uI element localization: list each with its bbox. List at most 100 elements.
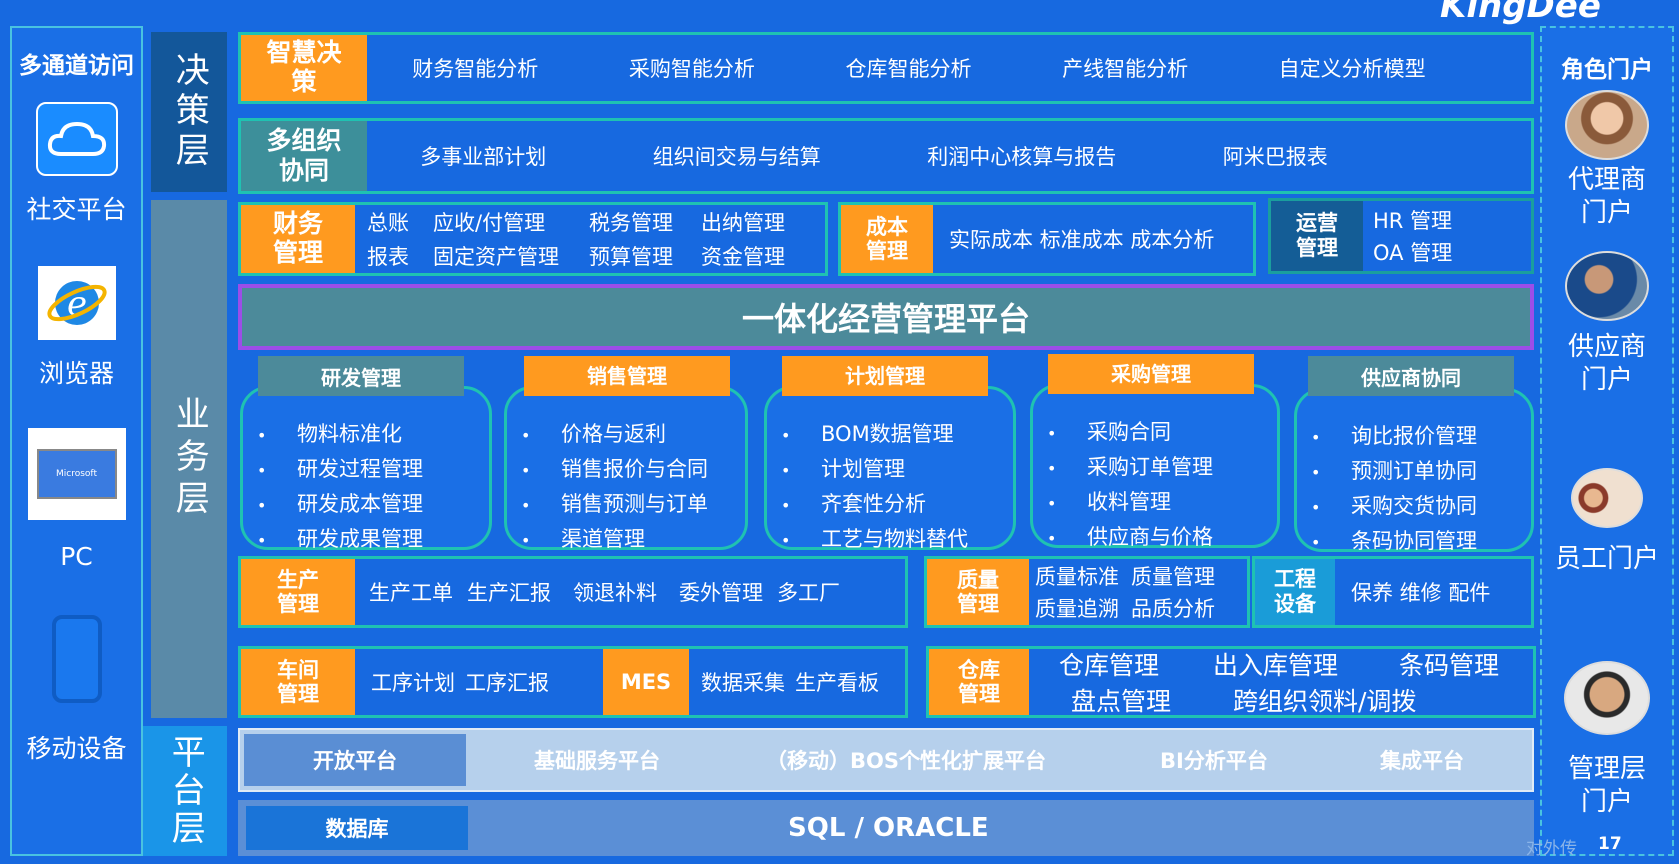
page-number: 17 [1598,834,1622,854]
module-item: 研发过程管理 [257,452,489,487]
module-item: 物料标准化 [257,417,489,452]
smart-item: 自定义分析模型 [1278,57,1426,81]
module-item: 供应商与价格 [1047,520,1277,555]
integrated-platform-banner: 一体化经营管理平台 [238,284,1534,350]
quality-item: 质量管理 [1131,565,1215,589]
module-rd-title: 研发管理 [258,356,464,396]
mes-item: 生产看板 [795,671,879,695]
smart-item: 采购智能分析 [628,57,755,81]
cost-items: 实际成本 标准成本 成本分析 [949,228,1215,252]
quality-item: 质量追溯 [1035,597,1119,621]
decision-layer-label: 决策层 [151,32,227,192]
access-channels-panel: 多通道访问 社交平台 e 浏览器 Microsoft PC 移动设备 [10,26,143,856]
multi-org-item: 多事业部计划 [420,145,547,169]
channel-label-pc: PC [60,542,93,571]
agent-avatar-icon [1565,90,1649,160]
warehouse-item: 条码管理 [1399,651,1500,680]
module-item: 齐套性分析 [781,487,1013,522]
module-sales-title: 销售管理 [524,356,730,396]
access-title: 多通道访问 [19,53,134,79]
brand-logo: KingDee [1440,0,1601,26]
module-rd: 物料标准化研发过程管理研发成本管理研发成果管理 [240,386,492,551]
multi-org-row: 多组织协同 多事业部计划 组织间交易与结算 利润中心核算与报告 阿米巴报表 [238,118,1534,194]
finance-box: 财务管理 总账 应收/付管理 税务管理 出纳管理 报表 固定资产管理 预算管理 … [238,202,828,276]
workshop-box: 车间管理 工序计划 工序汇报 MES 数据采集 生产看板 [238,646,908,718]
database-row: 数据库 SQL / ORACLE [238,800,1534,856]
phone-icon [51,615,102,703]
channel-label-mobile: 移动设备 [26,734,127,763]
warehouse-item: 仓库管理 [1059,651,1160,680]
operations-box: 运营管理 HR 管理 OA 管理 [1268,198,1534,274]
multi-org-item: 利润中心核算与报告 [927,145,1117,169]
module-purchase-title: 采购管理 [1048,354,1254,394]
module-item: 采购订单管理 [1047,450,1277,485]
finance-item: 应收/付管理 [433,211,546,235]
module-item: BOM数据管理 [781,417,1013,452]
portal-label-supplier: 供应商门户 [1567,332,1646,395]
portal-label-staff: 员工门户 [1554,544,1659,574]
platform-service: 基础服务平台 [534,749,660,773]
module-sales: 价格与返利销售报价与合同销售预测与订单渠道管理 [504,386,748,551]
module-item: 渠道管理 [521,522,745,557]
smart-decision-title: 智慧决策 [241,35,367,101]
database-value: SQL / ORACLE [788,813,989,843]
quality-item: 品质分析 [1131,597,1215,621]
role-portals-panel: 角色门户 代理商门户 供应商门户 员工门户 管理层门户 [1540,26,1674,856]
business-layer-label: 业务层 [151,200,227,718]
warehouse-item: 盘点管理 [1071,687,1172,716]
warehouse-title: 仓库管理 [929,649,1029,715]
browser-icon: e [37,266,116,340]
portal-label-agent: 代理商门户 [1567,165,1646,228]
warehouse-item: 跨组织领料/调拨 [1233,687,1417,716]
operations-item: OA 管理 [1373,241,1453,265]
role-portals-title: 角色门户 [1561,57,1653,83]
production-box: 生产管理 生产工单 生产汇报 领退补料 委外管理 多工厂 [238,556,908,628]
module-plan-title: 计划管理 [782,356,988,396]
module-supplier: 询比报价管理预测订单协同采购交货协同条码协同管理 [1294,388,1534,553]
cloud-icon [35,102,118,176]
finance-item: 税务管理 [589,211,673,235]
module-plan: BOM数据管理计划管理齐套性分析工艺与物料替代 [764,386,1016,551]
module-item: 价格与返利 [521,417,745,452]
quality-item: 质量标准 [1035,565,1119,589]
platform-layer-label: 平台层 [143,726,227,856]
finance-item: 出纳管理 [701,211,785,235]
platform-service: （移动）BOS个性化扩展平台 [766,749,1046,773]
quality-title: 质量管理 [927,559,1029,625]
platform-service: BI分析平台 [1160,749,1268,773]
quality-box: 质量管理 质量标准质量管理 质量追溯品质分析 [924,556,1250,628]
database-label: 数据库 [246,806,468,850]
finance-item: 预算管理 [589,245,673,269]
module-item: 销售预测与订单 [521,487,745,522]
engineering-items: 保养 维修 配件 [1351,581,1491,605]
channel-label-social: 社交平台 [26,195,127,224]
workshop-item: 工序汇报 [465,671,549,695]
platform-services-row: 开放平台 基础服务平台 （移动）BOS个性化扩展平台 BI分析平台 集成平台 [238,728,1534,792]
cost-box: 成本管理 实际成本 标准成本 成本分析 [838,202,1256,276]
laptop-icon: Microsoft [27,428,126,520]
smart-item: 财务智能分析 [412,57,539,81]
manager-avatar-icon [1564,661,1650,735]
open-platform: 开放平台 [244,734,466,786]
finance-item: 资金管理 [701,245,785,269]
finance-item: 报表 [367,245,409,269]
finance-item: 固定资产管理 [433,245,559,269]
warehouse-box: 仓库管理 仓库管理 出入库管理 条码管理 盘点管理 跨组织领料/调拨 [926,646,1536,718]
smart-item: 产线智能分析 [1062,57,1189,81]
engineering-title: 工程设备 [1255,559,1335,625]
production-item: 生产工单 [369,581,453,605]
smart-decision-row: 智慧决策 财务智能分析 采购智能分析 仓库智能分析 产线智能分析 自定义分析模型 [238,32,1534,104]
multi-org-item: 组织间交易与结算 [652,145,821,169]
module-supplier-title: 供应商协同 [1308,356,1514,396]
engineering-box: 工程设备 保养 维修 配件 [1252,556,1534,628]
warehouse-item: 出入库管理 [1213,651,1339,680]
operations-title: 运营管理 [1271,201,1363,271]
mes-item: 数据采集 [701,671,785,695]
module-item: 条码协同管理 [1311,524,1531,559]
module-purchase: 采购合同采购订单管理收料管理供应商与价格 [1030,384,1280,549]
module-item: 询比报价管理 [1311,419,1531,454]
module-item: 采购合同 [1047,415,1277,450]
operations-item: HR 管理 [1373,209,1453,233]
microsoft-logo-text: Microsoft [36,449,117,499]
module-item: 计划管理 [781,452,1013,487]
